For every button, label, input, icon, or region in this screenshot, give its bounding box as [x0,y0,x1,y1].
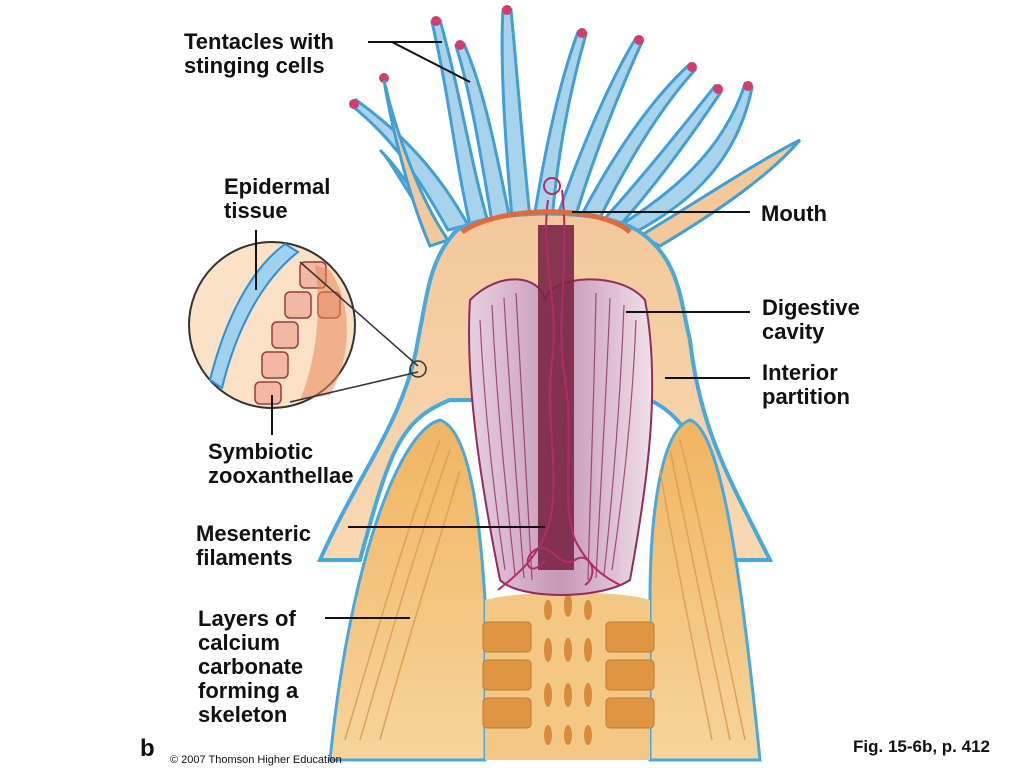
mesenteric-filaments [497,177,621,591]
calcium-block [482,621,532,653]
inset-tissue-right [300,265,347,400]
tentacle-tip [431,16,441,26]
label-mesenteric-filaments: Mesenteric filaments [196,521,311,570]
label-tentacles: Tentacles with stinging cells [184,29,334,78]
label-interior-partition: Interior partition [762,360,850,409]
calcium-block [605,659,655,691]
tentacle-tip [577,28,587,38]
label-symbiotic-zooxanthellae: Symbiotic zooxanthellae [208,439,354,488]
tentacle-tip [743,81,753,91]
inset-connector-bottom [289,371,419,403]
tentacle [500,8,532,220]
label-epidermal-tissue: Epidermal tissue [224,174,331,223]
calcium-block [605,697,655,729]
tentacle-tips [349,5,753,109]
tentacle-tip [634,35,644,45]
pharynx [538,225,574,570]
zoom-marker [409,360,427,378]
skeleton-lines [344,439,746,741]
tentacle-tip [502,5,512,15]
skeleton-left-ridge [328,418,487,762]
label-mouth: Mouth [761,201,827,226]
copyright: © 2007 Thomson Higher Education [170,754,342,766]
cavity-folds [479,292,637,581]
leader-lines [255,41,750,619]
oral-disc [460,209,632,235]
polyp-arm-left [382,79,451,248]
label-skeleton-layers: Layers of calcium carbonate forming a sk… [198,606,304,727]
epidermal-layer [208,242,300,390]
label-digestive-cavity: Digestive cavity [762,295,860,344]
tentacle-tip [713,84,723,94]
tentacle-tip [349,99,359,109]
tentacle-tip [687,62,697,72]
polyp-arm-right [636,138,802,248]
tentacle-tip [455,40,465,50]
panel-letter: b [140,735,155,762]
calcium-block [482,659,532,691]
skeleton [328,418,762,762]
inset-connector-top [299,261,419,367]
tissue-inset [188,241,427,409]
septa [544,593,592,745]
figure-reference: Fig. 15-6b, p. 412 [853,737,990,756]
skeleton-right-ridge [648,418,762,762]
calcium-block [482,697,532,729]
calcium-block [605,621,655,653]
tentacle-tip [379,73,389,83]
